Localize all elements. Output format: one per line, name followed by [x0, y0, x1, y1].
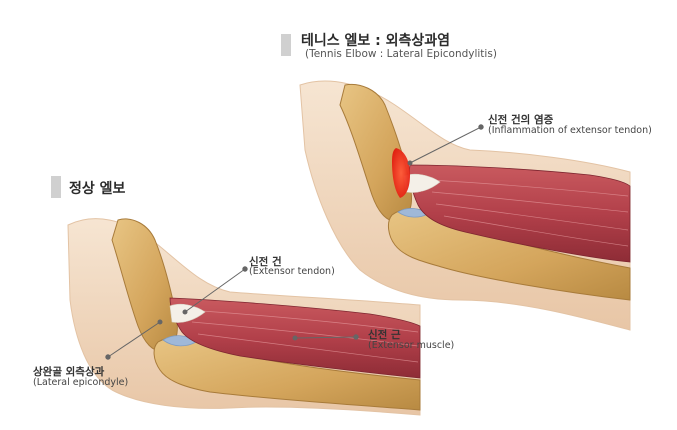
normal-elbow-muscle-fibers — [187, 309, 419, 363]
inflammation-label-en: (Inflammation of extensor tendon) — [488, 125, 652, 136]
tennis-elbow-title: 테니스 엘보 : 외측상과염 — [301, 33, 451, 49]
tennis-elbow-figure — [299, 80, 631, 331]
tennis-elbow-tendon — [403, 173, 441, 193]
extensor-muscle-label: 신전 근 — [368, 329, 401, 341]
lateral-epicondyle-label: 상완골 외측상과 — [33, 366, 105, 378]
normal-elbow-title-bar — [51, 176, 61, 198]
normal-elbow-title: 정상 엘보 — [69, 181, 126, 197]
extensor-tendon-label-en: (Extensor tendon) — [249, 266, 335, 277]
extensor-muscle-label-en: (Extensor muscle) — [368, 340, 455, 351]
extensor-tendon-label: 신전 건 — [249, 256, 282, 268]
lateral-epicondyle-label-en: (Lateral epicondyle) — [33, 377, 129, 388]
tennis-elbow-subtitle: (Tennis Elbow : Lateral Epicondylitis) — [305, 48, 497, 60]
normal-elbow-tendon — [169, 303, 206, 323]
inflammation-area — [392, 148, 410, 198]
leader-lines — [105, 124, 484, 360]
tennis-elbow-muscle-fibers — [429, 179, 629, 247]
inflammation-label: 신전 건의 염증 — [488, 114, 554, 126]
tennis-elbow-title-bar — [281, 34, 291, 56]
